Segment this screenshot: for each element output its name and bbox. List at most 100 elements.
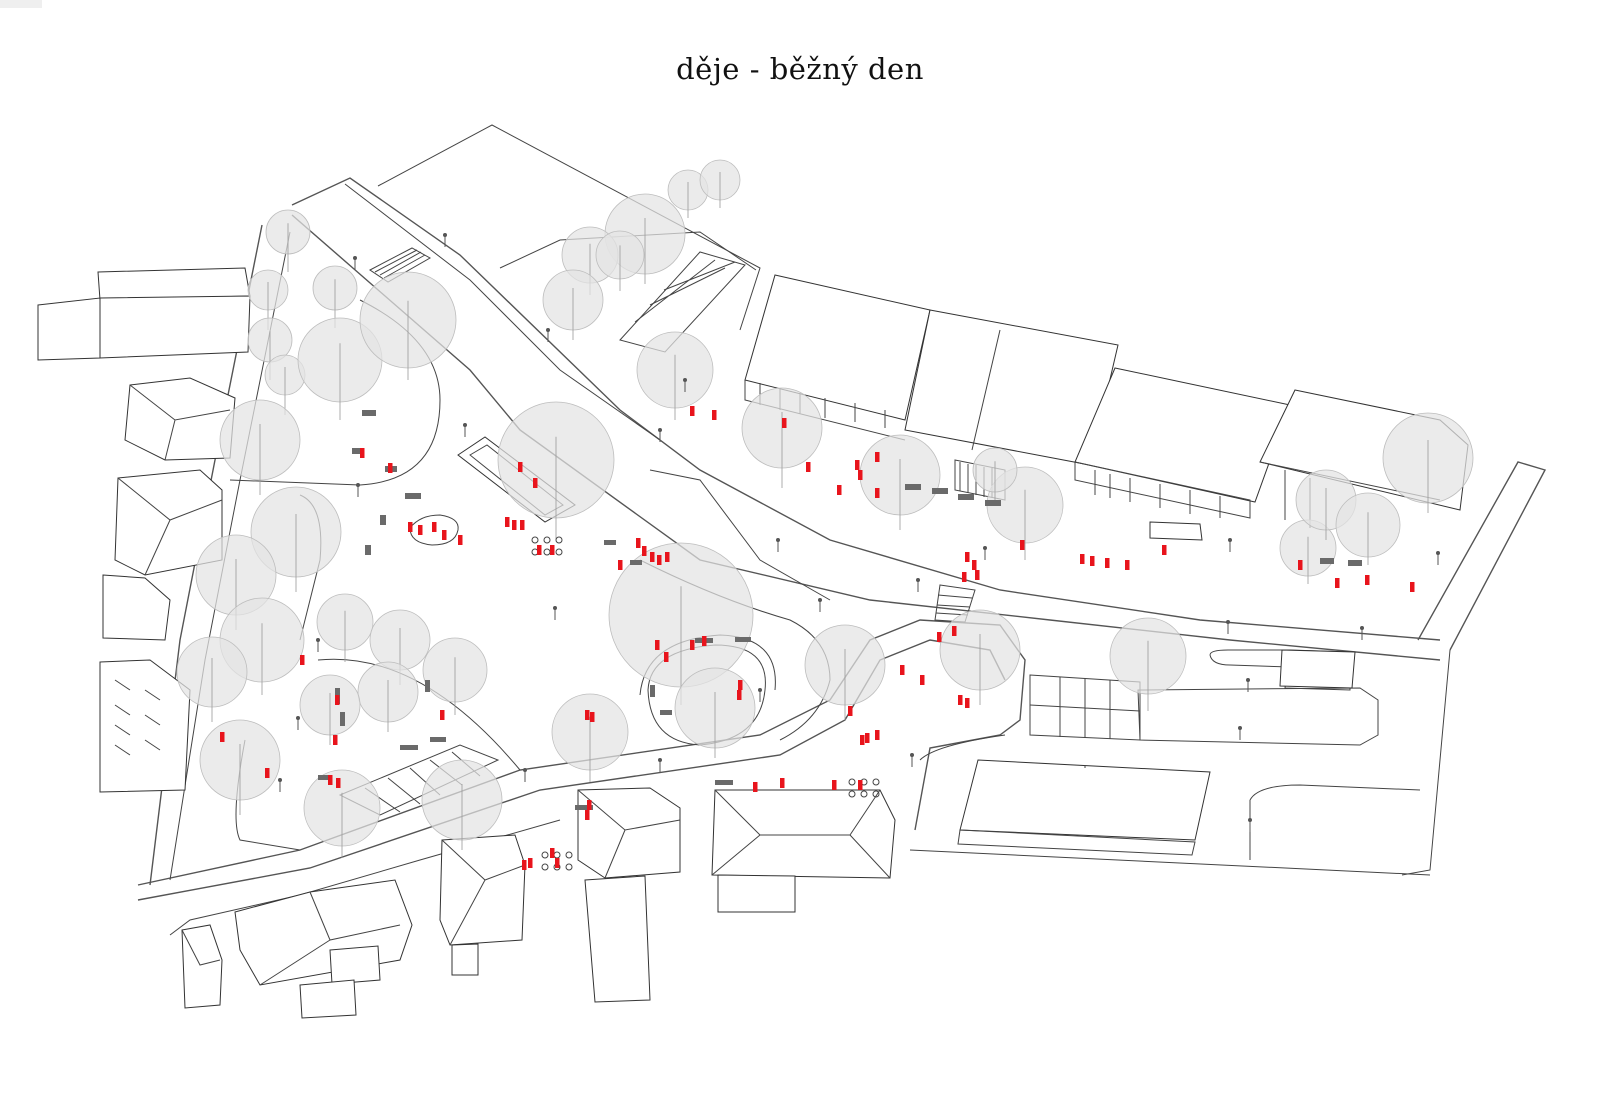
cafe-table [565, 863, 573, 871]
person [585, 810, 590, 820]
person [782, 418, 787, 428]
person [1298, 560, 1303, 570]
lamp [658, 428, 662, 442]
cafe-tables [531, 536, 563, 556]
bench [1348, 560, 1362, 566]
lamp [1246, 678, 1250, 692]
bench [340, 712, 345, 726]
person [806, 462, 811, 472]
lamp-head [658, 758, 662, 762]
person [737, 690, 742, 700]
tree [497, 401, 615, 540]
lamp-head [296, 716, 300, 720]
person [518, 462, 523, 472]
lamp [1228, 538, 1232, 552]
tree [859, 434, 941, 530]
person [738, 680, 743, 690]
lamp-head [278, 778, 282, 782]
lamp-head [1246, 678, 1250, 682]
trees [176, 159, 1474, 858]
lamp-head [546, 328, 550, 332]
person [440, 710, 445, 720]
kiosk-top-right [1149, 521, 1203, 541]
person [1125, 560, 1130, 570]
lamp [1226, 620, 1230, 634]
lamp [1238, 726, 1242, 740]
lamp-head [1226, 620, 1230, 624]
person [937, 632, 942, 642]
street-furniture [318, 410, 1362, 871]
cafe-table [541, 851, 549, 859]
buildings [37, 267, 1469, 1019]
cafe-table [860, 790, 868, 798]
cafe-table [531, 536, 539, 544]
cafe-table [565, 851, 573, 859]
bench [630, 560, 642, 565]
lamp-head [658, 428, 662, 432]
person [505, 517, 510, 527]
person [665, 552, 670, 562]
bench [715, 780, 733, 785]
person [875, 452, 880, 462]
tree [421, 759, 503, 850]
cafe-table [848, 778, 856, 786]
tree [312, 265, 358, 328]
person [533, 478, 538, 488]
tree [741, 387, 823, 488]
tree [1335, 492, 1401, 565]
cafe-tables [541, 851, 573, 871]
person [642, 546, 647, 556]
lamp-head [1360, 626, 1364, 630]
hall-1 [744, 274, 931, 421]
lamp [443, 233, 447, 247]
person [333, 735, 338, 745]
person [432, 522, 437, 532]
bench [575, 805, 593, 810]
tree [316, 593, 374, 662]
cafe-table [553, 851, 561, 859]
person [636, 538, 641, 548]
lamp [316, 638, 320, 652]
building-bottom-3 [234, 879, 413, 986]
person [650, 552, 655, 562]
person [458, 535, 463, 545]
lamp-head [1238, 726, 1242, 730]
cafe-table [555, 536, 563, 544]
lamp [1436, 551, 1440, 565]
person [920, 675, 925, 685]
person [418, 525, 423, 535]
tree [422, 637, 488, 715]
person [875, 730, 880, 740]
tree [303, 769, 381, 858]
person [965, 698, 970, 708]
lamp [658, 758, 662, 772]
lamp [353, 256, 357, 270]
lamp-head [353, 256, 357, 260]
lamp-head [1248, 818, 1252, 822]
people [220, 406, 1415, 870]
person [520, 520, 525, 530]
bench [362, 410, 376, 416]
person [1410, 582, 1415, 592]
bench [352, 448, 360, 454]
lamp-head [1228, 538, 1232, 542]
lamp [463, 423, 467, 437]
cafe-table [872, 790, 880, 798]
cafe-table [555, 548, 563, 556]
person [655, 640, 660, 650]
bench [604, 540, 616, 545]
person [528, 858, 533, 868]
hall-2 [1074, 367, 1291, 503]
person [712, 410, 717, 420]
person [1365, 575, 1370, 585]
tree [972, 447, 1018, 500]
lamp [776, 538, 780, 552]
bench [932, 488, 948, 494]
person [590, 712, 595, 722]
lamp [1248, 818, 1252, 832]
lamp-head [916, 578, 920, 582]
bench [405, 493, 421, 499]
tree [219, 399, 301, 495]
person [832, 780, 837, 790]
